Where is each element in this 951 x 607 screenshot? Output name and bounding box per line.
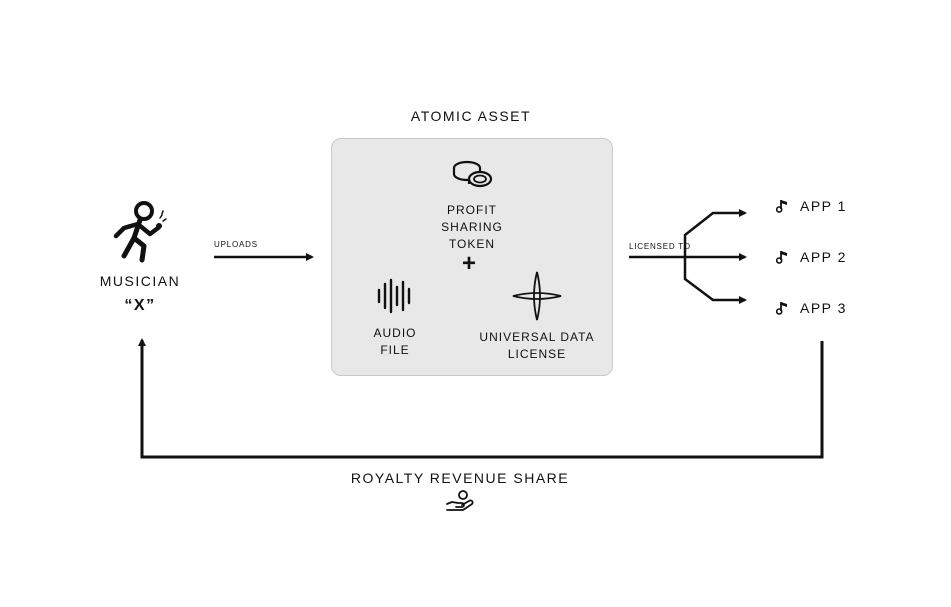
- app-item-3: APP 3: [775, 300, 847, 316]
- coins-icon: [452, 160, 493, 188]
- app-label-1: APP 1: [800, 198, 847, 214]
- hand-coin-icon: [446, 490, 474, 511]
- audio-file-line-2: FILE: [380, 343, 410, 357]
- license-line-1: UNIVERSAL DATA: [479, 330, 595, 344]
- license-label: UNIVERSAL DATA LICENSE: [477, 329, 597, 363]
- profit-token-line-1: PROFIT: [447, 203, 497, 217]
- app-item-1: APP 1: [775, 198, 847, 214]
- musician-label: MUSICIAN: [99, 273, 181, 289]
- uploads-label: UPLOADS: [214, 240, 258, 249]
- plus-sign: +: [462, 250, 477, 277]
- musician-icon: [113, 201, 167, 263]
- musician-name: “X”: [124, 297, 156, 314]
- app-label-3: APP 3: [800, 300, 847, 316]
- license-star-icon: [512, 271, 562, 321]
- app-item-2: APP 2: [775, 249, 847, 265]
- licensed-to-label: LICENSED TO: [629, 242, 691, 251]
- branch-app-3: [683, 257, 747, 304]
- profit-token-label: PROFIT SHARING TOKEN: [422, 202, 522, 253]
- atomic-asset-title: ATOMIC ASSET: [410, 108, 532, 124]
- audio-file-label: AUDIO FILE: [365, 325, 425, 359]
- audio-file-line-1: AUDIO: [373, 326, 417, 340]
- royalty-label: ROYALTY REVENUE SHARE: [350, 470, 570, 486]
- app-label-2: APP 2: [800, 249, 847, 265]
- music-note-icon: [775, 251, 787, 264]
- audio-waveform-icon: [377, 278, 411, 314]
- license-line-2: LICENSE: [507, 347, 567, 361]
- music-note-icon: [775, 200, 787, 213]
- music-note-icon: [775, 302, 787, 315]
- profit-token-line-2: SHARING TOKEN: [441, 220, 503, 251]
- royalty-return-line: [138, 338, 824, 459]
- branch-app-1: [683, 209, 747, 257]
